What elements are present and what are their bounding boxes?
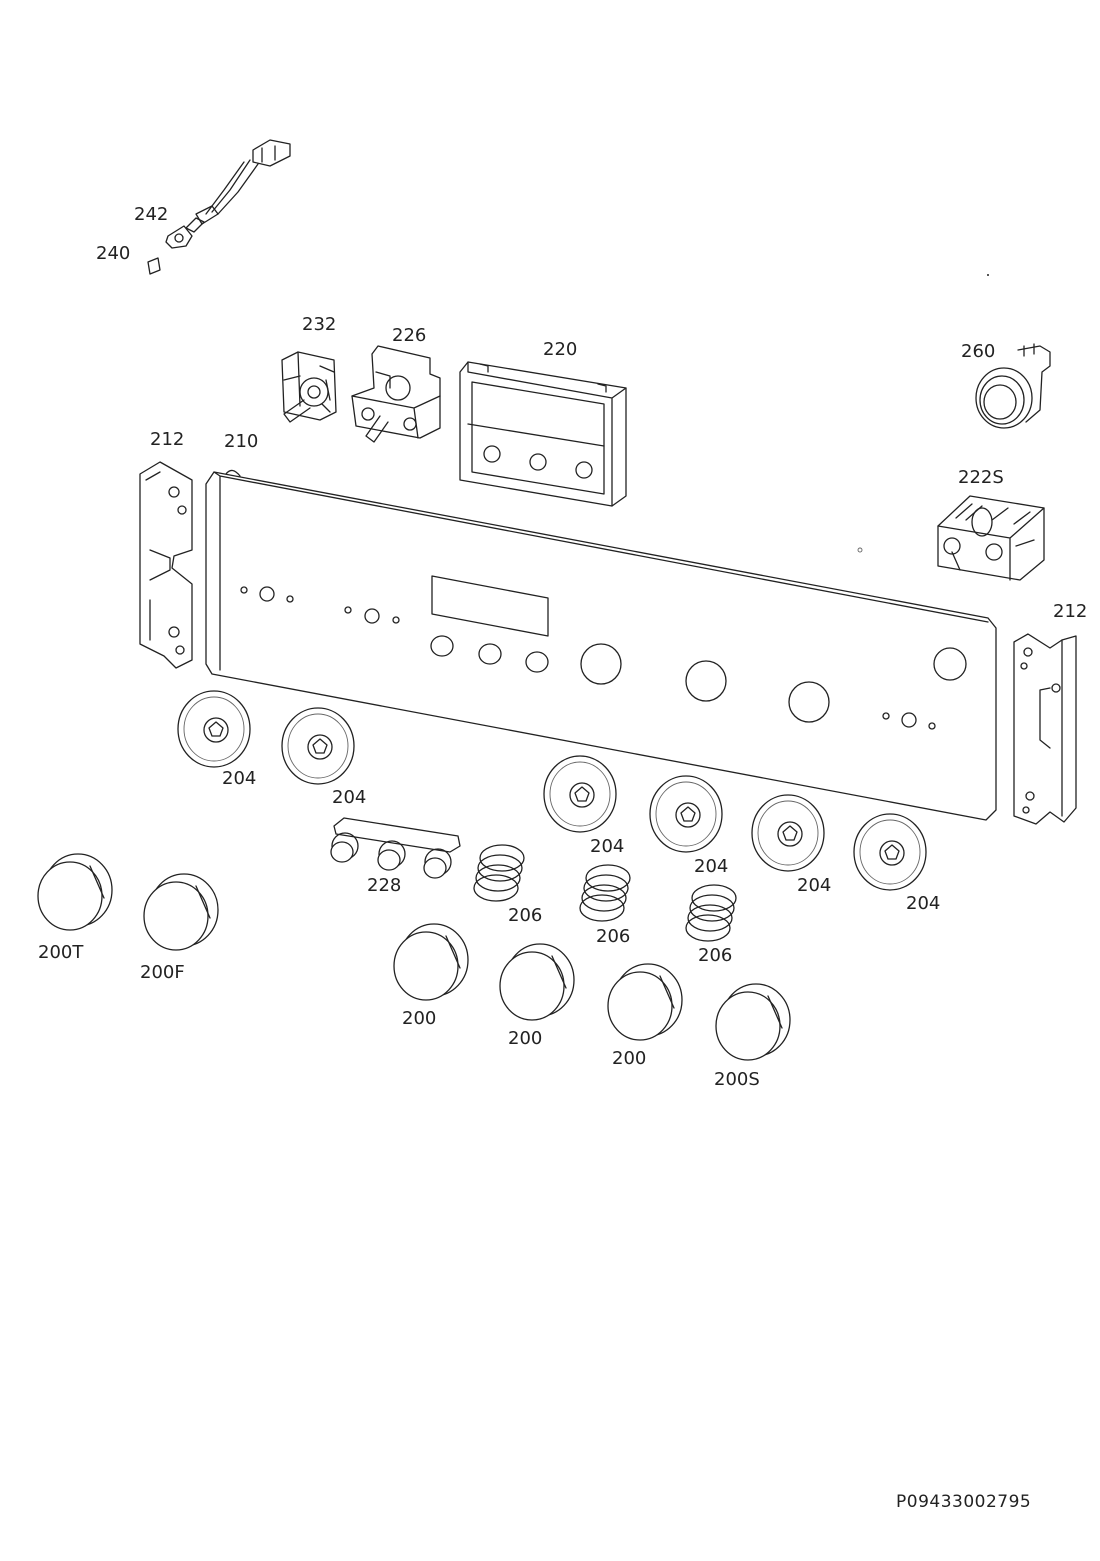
part-206-spring-2 [579,864,631,922]
part-228-push-buttons [330,817,461,879]
label-212-right: 212 [1053,601,1087,622]
part-232-switch [281,351,337,423]
part-204-bezel-4 [649,775,723,853]
label-204-3: 204 [590,836,624,857]
label-206-3: 206 [698,945,732,966]
part-200t-knob [37,853,113,931]
part-206-spring-1 [473,844,525,902]
label-200t: 200T [38,942,84,963]
part-labels: 242 240 232 226 220 260 212 210 222S 212… [38,204,1087,1090]
part-204-bezel-2 [281,707,355,785]
part-200f-knob [143,873,219,951]
part-204-bezel-3 [543,755,617,833]
label-220: 220 [543,339,577,360]
part-204-bezel-1 [177,690,251,768]
part-260-indicator-lamp [975,343,1051,429]
label-210: 210 [224,431,258,452]
label-260: 260 [961,341,995,362]
label-204-4: 204 [694,856,728,877]
part-200s-knob [715,983,791,1061]
part-212-right-bracket [1013,633,1077,825]
label-242: 242 [134,204,168,225]
label-200f: 200F [140,962,185,983]
label-204-2: 204 [332,787,366,808]
part-200-knob-3 [607,963,683,1041]
label-204-1: 204 [222,768,256,789]
part-226-thermostat [351,345,441,443]
label-240: 240 [96,243,130,264]
part-240-clip [147,225,193,275]
label-200-1: 200 [402,1008,436,1029]
label-222s: 222S [958,467,1004,488]
label-200-3: 200 [612,1048,646,1069]
part-222s-selector-switch [857,495,1045,581]
label-232: 232 [302,314,336,335]
label-200-2: 200 [508,1028,542,1049]
drawing-code: P09433002795 [896,1492,1032,1512]
label-226: 226 [392,325,426,346]
part-204-bezel-5 [751,794,825,872]
label-228: 228 [367,875,401,896]
part-206-spring-3 [685,884,737,942]
part-220-programmer-box [459,361,627,507]
part-200-knob-2 [499,943,575,1021]
label-206-2: 206 [596,926,630,947]
part-210-control-panel [205,469,997,821]
label-200s: 200S [714,1069,760,1090]
part-204-bezel-6 [853,813,927,891]
label-204-5: 204 [797,875,831,896]
label-206-1: 206 [508,905,542,926]
label-212-left: 212 [150,429,184,450]
part-212-left-bracket [139,461,193,669]
part-200-knob-1 [393,923,469,1001]
part-242-wire-harness [185,139,291,233]
label-204-6: 204 [906,893,940,914]
